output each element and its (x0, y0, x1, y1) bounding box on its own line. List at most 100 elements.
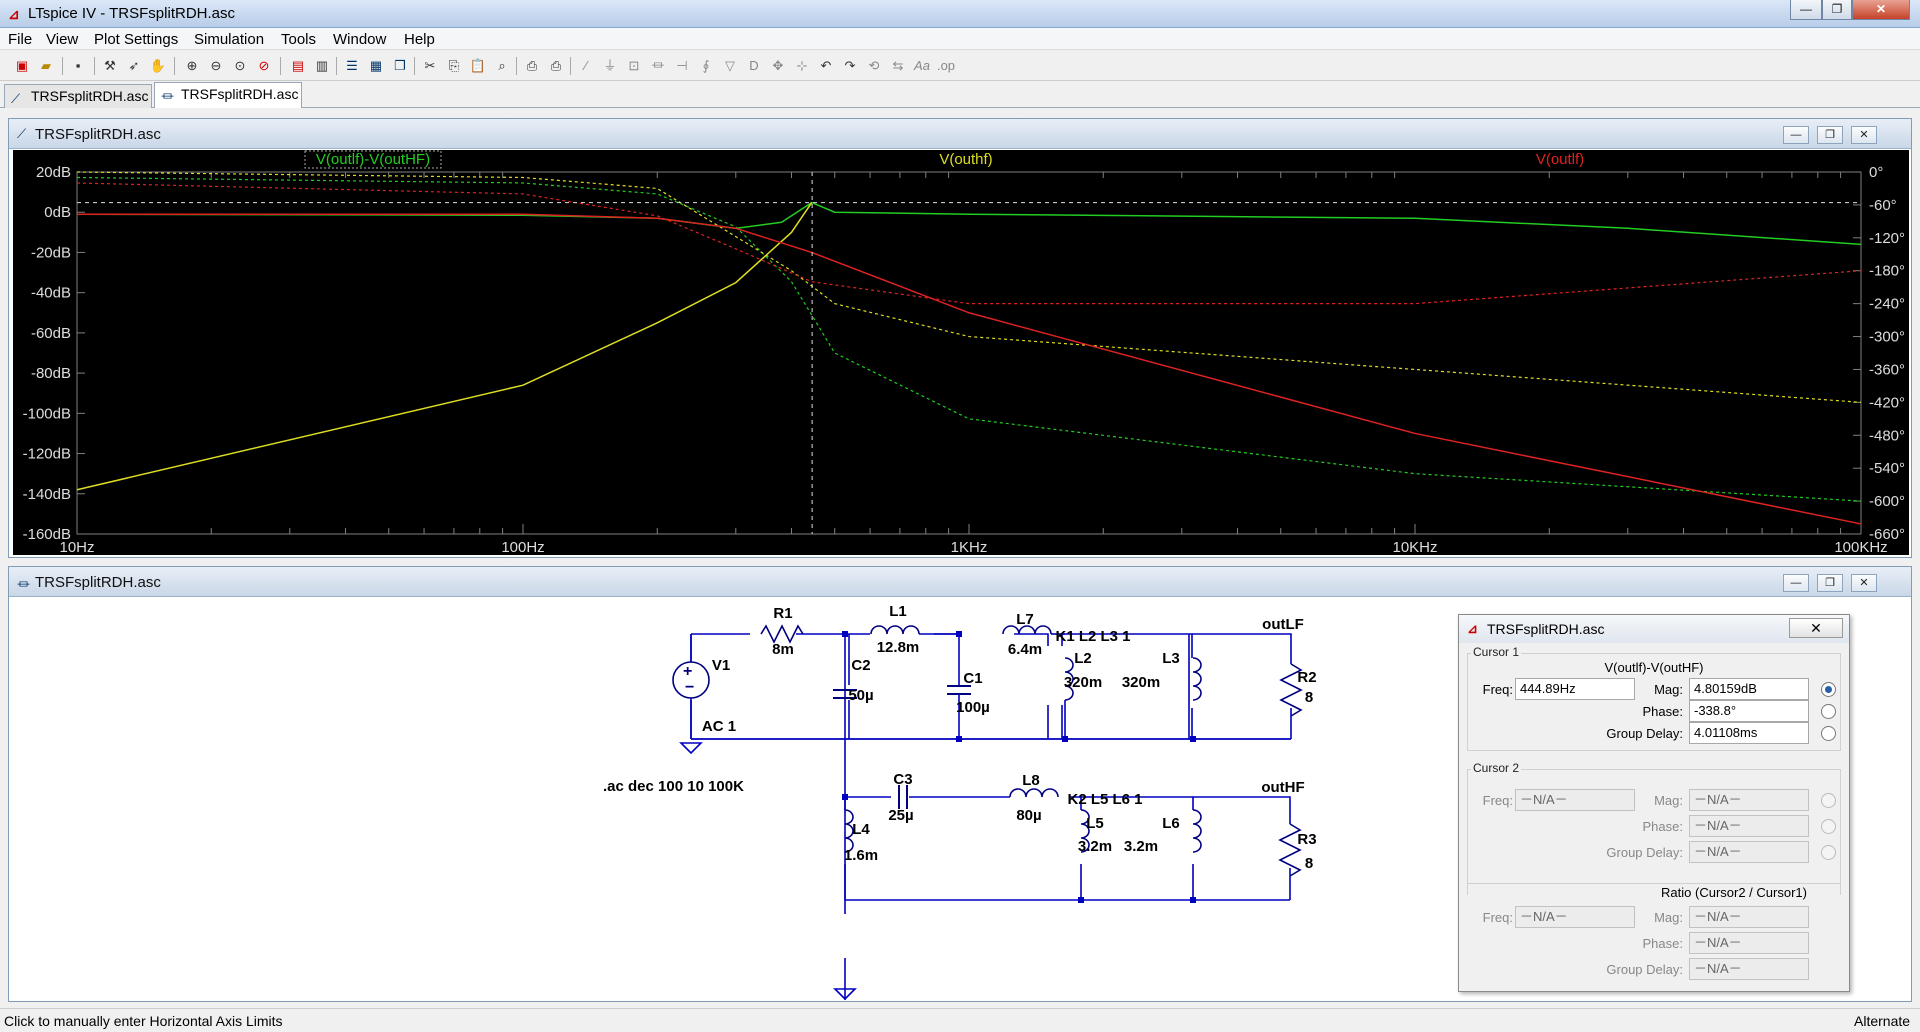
menu-help[interactable]: Help (404, 31, 435, 48)
save-icon[interactable]: ▪ (75, 58, 81, 73)
maximize-button[interactable]: ❐ (1822, 0, 1852, 20)
label-r3v[interactable]: 8 (1305, 855, 1313, 872)
cursor-dialog-close-button[interactable]: ✕ (1789, 618, 1843, 638)
menu-simulation[interactable]: Simulation (194, 31, 265, 48)
label-l6[interactable]: L6 (1162, 815, 1180, 832)
menu-tools[interactable]: Tools (281, 31, 317, 48)
menu-view[interactable]: View (46, 31, 79, 48)
menu-file[interactable]: File (8, 31, 33, 48)
label-l4[interactable]: L4 (852, 821, 870, 838)
label-k2[interactable]: K2 L5 L6 1 (1067, 791, 1142, 808)
cursor1-phase-radio[interactable] (1821, 704, 1836, 719)
label-outlf[interactable]: outLF (1262, 616, 1304, 633)
open-icon[interactable]: ▰ (41, 58, 51, 73)
zoom-fit-icon[interactable]: ⊙ (234, 58, 246, 73)
label-l2v[interactable]: 320m (1064, 674, 1102, 691)
rotate-icon[interactable]: ⟲ (868, 58, 880, 73)
label-l8v[interactable]: 80µ (1016, 807, 1041, 824)
label-v1[interactable]: V1 (712, 657, 730, 674)
run-icon[interactable]: ➶ (128, 58, 140, 73)
legend-outhf[interactable]: V(outhf) (939, 151, 992, 168)
redo-icon[interactable]: ↷ (844, 58, 856, 73)
cursor1-gd-field[interactable]: 4.01108ms (1689, 722, 1809, 744)
inductor-l5[interactable] (1080, 809, 1090, 853)
paste-icon[interactable]: 📋 (469, 58, 487, 73)
menu-window[interactable]: Window (333, 31, 387, 48)
trace-phase-0[interactable] (76, 176, 1862, 502)
label-c1v[interactable]: 100µ (956, 699, 990, 716)
legend-diff[interactable]: V(outlf)-V(outHF) (316, 151, 430, 168)
label-l1[interactable]: L1 (889, 603, 907, 620)
inductor-l8[interactable] (1009, 788, 1059, 798)
tab-schematic[interactable]: ⏛ TRSFsplitRDH.asc (154, 82, 302, 108)
halt-icon[interactable]: ✋ (149, 58, 167, 73)
zoom-in-icon[interactable]: ⊕ (186, 58, 198, 73)
inductor-l1[interactable] (870, 625, 920, 635)
label-l8[interactable]: L8 (1022, 772, 1040, 789)
inductor-l6[interactable] (1192, 809, 1202, 853)
schematic-close-button[interactable]: ✕ (1851, 574, 1877, 592)
ground-symbol[interactable] (833, 988, 857, 1000)
cursor1-gd-radio[interactable] (1821, 726, 1836, 741)
label-l6v[interactable]: 3.2m (1124, 838, 1158, 855)
trace-mag-1[interactable] (76, 202, 813, 491)
legend-outlf[interactable]: V(outlf) (1536, 151, 1584, 168)
capacitor-icon[interactable]: ⊣ (676, 58, 688, 73)
label-k1[interactable]: K1 L2 L3 1 (1055, 628, 1130, 645)
label-l7v[interactable]: 6.4m (1008, 641, 1042, 658)
schematic-minimize-button[interactable]: — (1783, 574, 1809, 592)
wire-icon[interactable]: ∕ (584, 58, 588, 73)
resistor-icon[interactable]: ⏛ (651, 58, 665, 73)
drag-icon[interactable]: ⊹ (796, 58, 808, 73)
label-r1[interactable]: R1 (773, 605, 792, 622)
close-button[interactable]: ✕ (1852, 0, 1910, 20)
label-l4v[interactable]: 1.6m (844, 847, 878, 864)
menu-plot-settings[interactable]: Plot Settings (94, 31, 179, 48)
label-r3[interactable]: R3 (1297, 831, 1316, 848)
ground-symbol[interactable] (679, 742, 703, 755)
minimize-button[interactable]: — (1790, 0, 1822, 20)
label-r2[interactable]: R2 (1297, 669, 1316, 686)
label-l5[interactable]: L5 (1086, 815, 1104, 832)
diode-icon[interactable]: ▽ (725, 58, 735, 73)
label-c1[interactable]: C1 (963, 670, 982, 687)
label-l1v[interactable]: 12.8m (877, 639, 920, 656)
label-c3[interactable]: C3 (893, 771, 912, 788)
label-c2[interactable]: C2 (851, 657, 870, 674)
resistor-r2[interactable] (1279, 663, 1303, 717)
label-r2v[interactable]: 8 (1305, 689, 1313, 706)
autorange-icon[interactable]: ▤ (291, 58, 305, 73)
find-icon[interactable]: ⌕ (498, 58, 506, 73)
mirror-icon[interactable]: ⇆ (892, 58, 904, 73)
move-icon[interactable]: ✥ (772, 58, 784, 73)
cursor1-freq-field[interactable]: 444.89Hz (1515, 678, 1635, 700)
cursor1-mag-field[interactable]: 4.80159dB (1689, 678, 1809, 700)
label-outhf[interactable]: outHF (1261, 779, 1304, 796)
label-l3v[interactable]: 320m (1122, 674, 1160, 691)
waveform-restore-button[interactable]: ❐ (1817, 126, 1843, 144)
inductor-l7[interactable] (1002, 625, 1052, 635)
label-r1v[interactable]: 8m (772, 641, 794, 658)
resistor-r3[interactable] (1278, 823, 1302, 877)
trace-mag-2[interactable] (77, 213, 1862, 525)
cut-icon[interactable]: ✂ (424, 58, 436, 73)
print-preview-icon[interactable]: ⎙ (526, 58, 538, 73)
text-icon[interactable]: Aa (914, 58, 930, 73)
waveform-minimize-button[interactable]: — (1783, 126, 1809, 144)
ground-icon[interactable]: ⏚ (603, 58, 617, 73)
inductor-l3[interactable] (1192, 657, 1202, 701)
schematic-restore-button[interactable]: ❐ (1817, 574, 1843, 592)
label-l5v[interactable]: 3.2m (1078, 838, 1112, 855)
label-c3v[interactable]: 25µ (888, 807, 913, 824)
label-ac[interactable]: AC 1 (702, 718, 736, 735)
measure-icon[interactable]: ▥ (315, 58, 329, 73)
tile-vertical-icon[interactable]: ▦ (369, 58, 383, 73)
label-ac[interactable]: .ac dec 100 10 100K (603, 778, 744, 795)
tile-horizontal-icon[interactable]: ☰ (346, 58, 358, 73)
undo-icon[interactable]: ↶ (820, 58, 832, 73)
resistor-r1[interactable] (760, 624, 804, 644)
label-l3[interactable]: L3 (1162, 650, 1180, 667)
control-panel-icon[interactable]: ⚒ (104, 58, 116, 73)
